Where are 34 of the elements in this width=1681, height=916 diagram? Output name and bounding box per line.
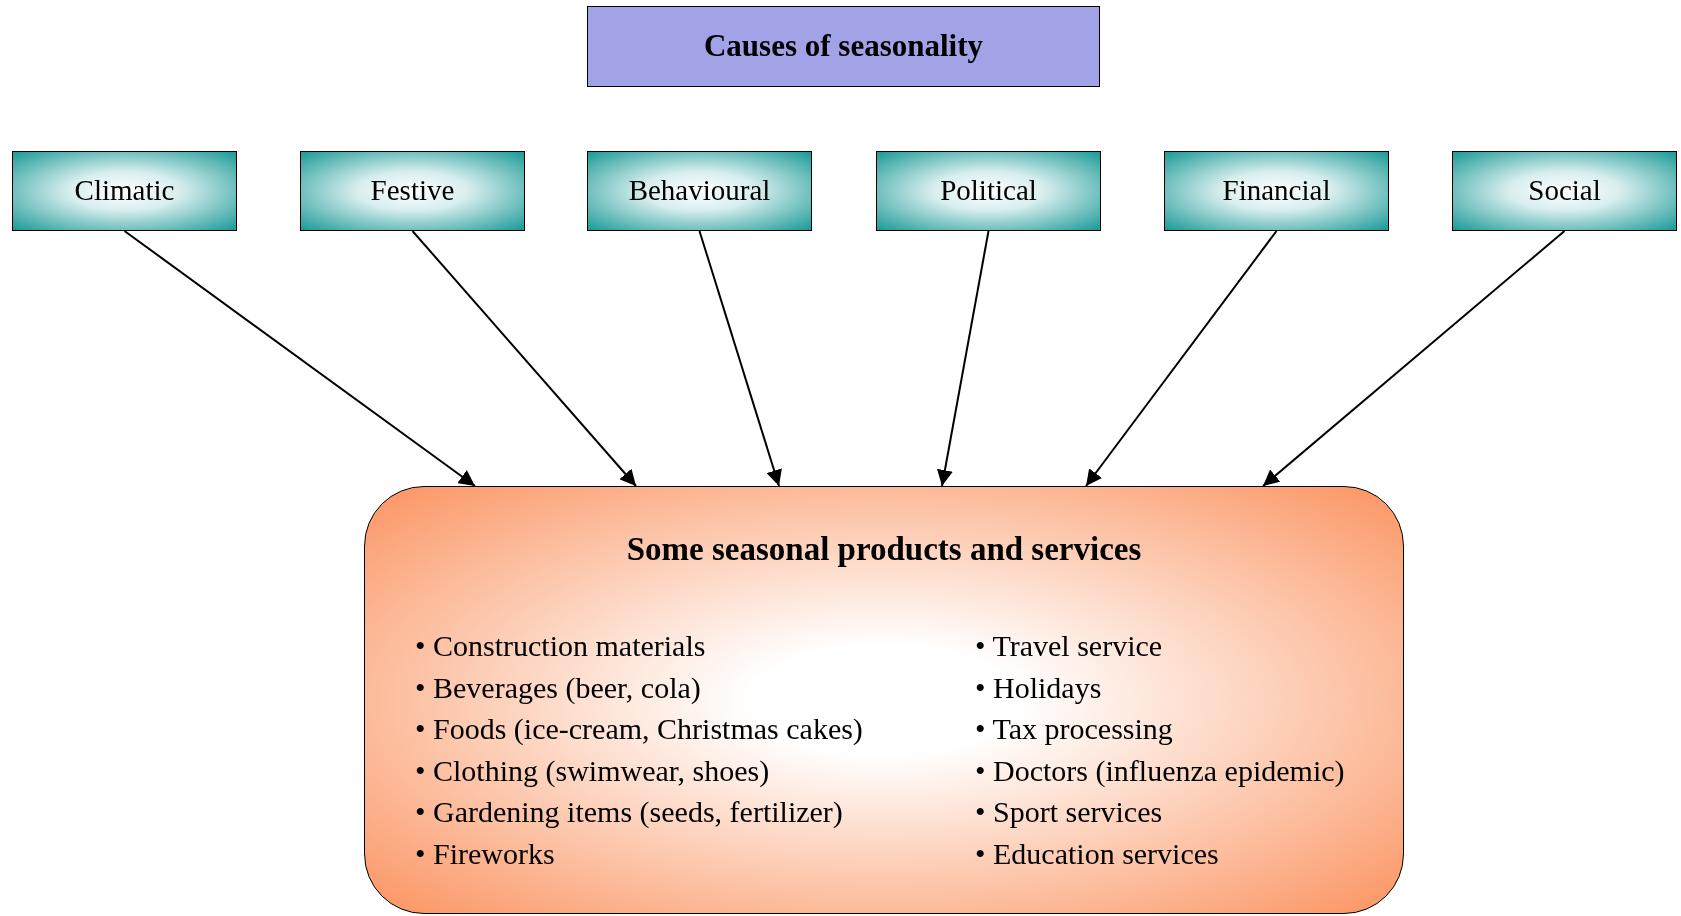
products-panel — [364, 486, 1404, 914]
cause-box — [587, 151, 812, 231]
cause-label: Financial — [1222, 173, 1331, 209]
cause-label: Climatic — [74, 173, 175, 209]
cause-box — [1164, 151, 1389, 231]
panel-heading: Some seasonal products and services — [625, 530, 1143, 569]
list-item: • Construction materials — [415, 628, 707, 664]
arrow — [123, 230, 476, 487]
list-item: • Education services — [975, 835, 1220, 872]
cause-label: Festive — [370, 173, 455, 209]
list-item: • Doctors (influenza epidemic) — [975, 752, 1345, 789]
arrow — [698, 230, 782, 487]
arrow — [1262, 230, 1566, 487]
cause-box — [1452, 151, 1677, 231]
list-item: • Holidays — [975, 669, 1103, 706]
cause-box — [876, 151, 1101, 231]
cause-label: Social — [1528, 173, 1601, 209]
title-text: Causes of seasonality — [704, 27, 983, 66]
cause-box — [300, 151, 525, 231]
cause-label: Behavioural — [628, 173, 771, 209]
list-item: • Clothing (swimwear, shoes) — [415, 752, 771, 789]
list-item: • Foods (ice-cream, Christmas cakes) — [415, 711, 863, 747]
title-box — [587, 6, 1100, 87]
cause-box — [12, 151, 237, 231]
list-item: • Sport services — [975, 794, 1164, 830]
list-item: • Beverages (beer, cola) — [415, 669, 702, 706]
arrow — [411, 230, 637, 487]
list-item: • Travel service — [975, 628, 1164, 664]
arrow — [1085, 230, 1278, 487]
list-item: • Fireworks — [415, 835, 556, 872]
cause-label: Political — [940, 173, 1037, 209]
arrow — [937, 230, 990, 487]
list-item: • Tax processing — [975, 711, 1174, 747]
list-item: • Gardening items (seeds, fertilizer) — [415, 794, 844, 830]
